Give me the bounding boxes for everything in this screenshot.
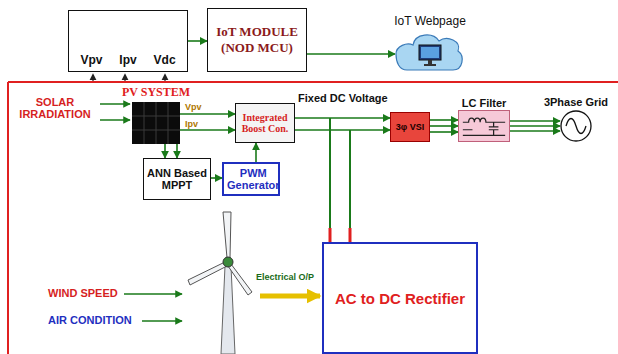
signal-name: Vpv <box>80 53 102 67</box>
node-body: Vpv Ipv Vdc <box>69 11 187 71</box>
input-label: AIR CONDITION <box>48 314 132 326</box>
connector-line <box>295 117 390 119</box>
power-arrow <box>260 294 320 299</box>
process-label: IoT MODULE (NOD MCU) <box>211 24 303 56</box>
process-label: ANN Based MPPT <box>147 167 207 191</box>
connector <box>295 118 390 130</box>
connector-line <box>307 53 395 55</box>
input-label: WIND SPEED <box>48 287 118 299</box>
connector-line <box>164 144 166 158</box>
lc-filter-box: LC Filter <box>458 110 510 142</box>
pv-label: PV SYSTEM <box>122 85 190 100</box>
node-body: Integrated Boost Con. <box>236 104 294 142</box>
connector <box>510 121 560 131</box>
connector <box>256 143 257 162</box>
sensor-box: Vpv Ipv Vdc <box>68 10 188 72</box>
connector <box>188 41 207 42</box>
dc-link <box>330 118 350 242</box>
connector <box>430 120 458 132</box>
signal-name: Ipv <box>185 119 198 129</box>
connector-line <box>295 129 390 131</box>
process-label: 3φ VSI <box>396 122 424 132</box>
node-body: PWM Generator <box>224 164 283 194</box>
node-body: IoT MODULE (NOD MCU) <box>208 9 306 71</box>
process-label: PWM Generator <box>227 167 280 191</box>
rectifier-box: AC to DC Rectifier <box>322 242 478 354</box>
irradiation-arrows <box>100 104 130 120</box>
connector-line <box>430 131 458 133</box>
connector <box>180 114 235 130</box>
connector-line <box>510 120 560 122</box>
process-label: AC to DC Rectifier <box>335 290 465 307</box>
signal-name: Vdc <box>154 53 176 67</box>
region-border <box>8 82 618 354</box>
node-body <box>459 111 509 141</box>
connector <box>307 54 395 55</box>
node-body: ANN Based MPPT <box>144 159 210 199</box>
cloud-label: IoT Webpage <box>394 14 466 28</box>
iot-module-box: IoT MODULE (NOD MCU) <box>207 8 307 72</box>
boost-converter-box: Integrated Boost Con. <box>235 103 295 143</box>
node-body: 3φ VSI <box>391 113 429 141</box>
filter-label: LC Filter <box>462 97 507 109</box>
grid-node: 3Phase Grid <box>560 110 592 142</box>
cloud-node: IoT Webpage <box>395 30 465 78</box>
output-label: Electrical O/P <box>256 272 314 282</box>
grid-label: 3Phase Grid <box>544 96 608 108</box>
connector-line <box>510 125 560 127</box>
connector-line <box>255 143 257 162</box>
pv-system: PV SYSTEM <box>132 102 180 144</box>
process-label: Integrated Boost Con. <box>239 112 291 134</box>
connector-line <box>430 125 458 127</box>
lc-symbol <box>459 111 509 141</box>
connector-line <box>430 119 458 121</box>
signal-name: Ipv <box>119 53 136 67</box>
pv-panel <box>132 102 180 144</box>
cloud-icon <box>395 30 465 78</box>
node-body: AC to DC Rectifier <box>324 244 476 352</box>
sensor-links <box>93 74 165 81</box>
connector-line <box>211 177 222 179</box>
signal-name: Vpv <box>185 102 202 112</box>
connector-line <box>180 113 235 115</box>
pwm-box: PWM Generator <box>222 162 280 196</box>
mppt-box: ANN Based MPPT <box>143 158 211 200</box>
connector-line <box>180 129 235 131</box>
node-body <box>395 30 465 78</box>
input-label: SOLAR IRRADIATION <box>12 96 98 120</box>
wind-arrows <box>124 294 182 321</box>
connector-line <box>176 144 178 158</box>
connector <box>165 144 177 158</box>
node-body <box>132 102 180 144</box>
connector-line <box>510 130 560 132</box>
grid-symbol <box>560 110 592 142</box>
connector <box>211 178 222 179</box>
bus-label: Fixed DC Voltage <box>298 92 388 104</box>
wind-turbine <box>188 212 252 354</box>
node-body <box>560 110 592 142</box>
connector-line <box>188 40 207 42</box>
vsi-box: 3φ VSI <box>390 112 430 142</box>
